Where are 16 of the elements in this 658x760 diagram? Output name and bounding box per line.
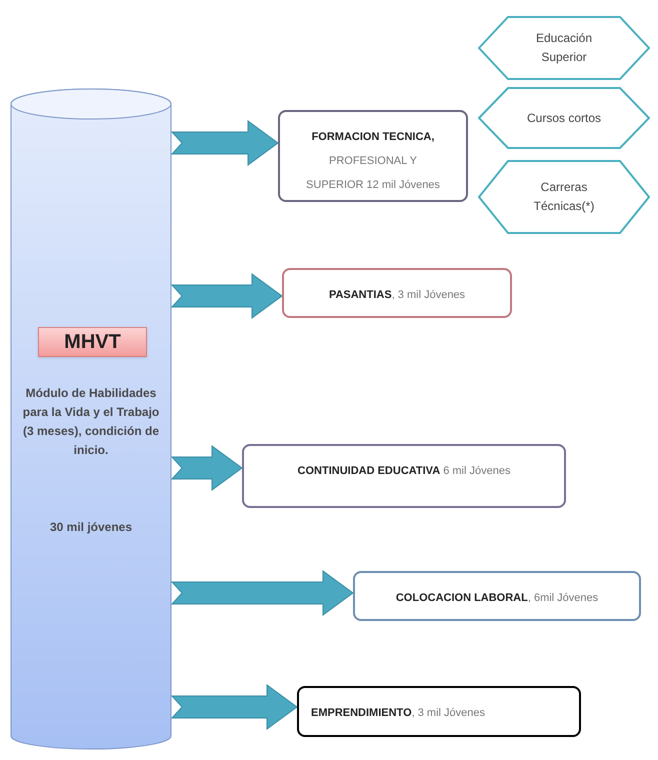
block-arrow [170, 445, 243, 491]
block-arrow [170, 684, 298, 730]
title-box: MHVT [38, 327, 147, 357]
process-box: EMPRENDIMIENTO, 3 mil Jóvenes [297, 686, 581, 737]
process-box: PASANTIAS, 3 mil Jóvenes [282, 268, 512, 318]
process-box: CONTINUIDAD EDUCATIVA 6 mil Jóvenes [242, 444, 566, 508]
count-text: 30 mil jóvenes [48, 519, 134, 536]
block-arrow [170, 120, 279, 166]
block-arrow [170, 570, 354, 616]
process-box: COLOCACION LABORAL, 6mil Jóvenes [353, 571, 641, 621]
hexagon: Educación Superior [478, 16, 650, 80]
hexagon: Cursos cortos [478, 87, 650, 149]
process-box: FORMACION TECNICA, PROFESIONAL Y SUPERIOR 12 mil Jóvenes [278, 110, 468, 202]
hexagon: Carreras Técnicas(*) [478, 160, 650, 234]
block-arrow [170, 273, 283, 319]
description-text: Módulo de Habilidades para la Vida y el Trabajo (3 meses), condición de inicio. [22, 385, 160, 459]
